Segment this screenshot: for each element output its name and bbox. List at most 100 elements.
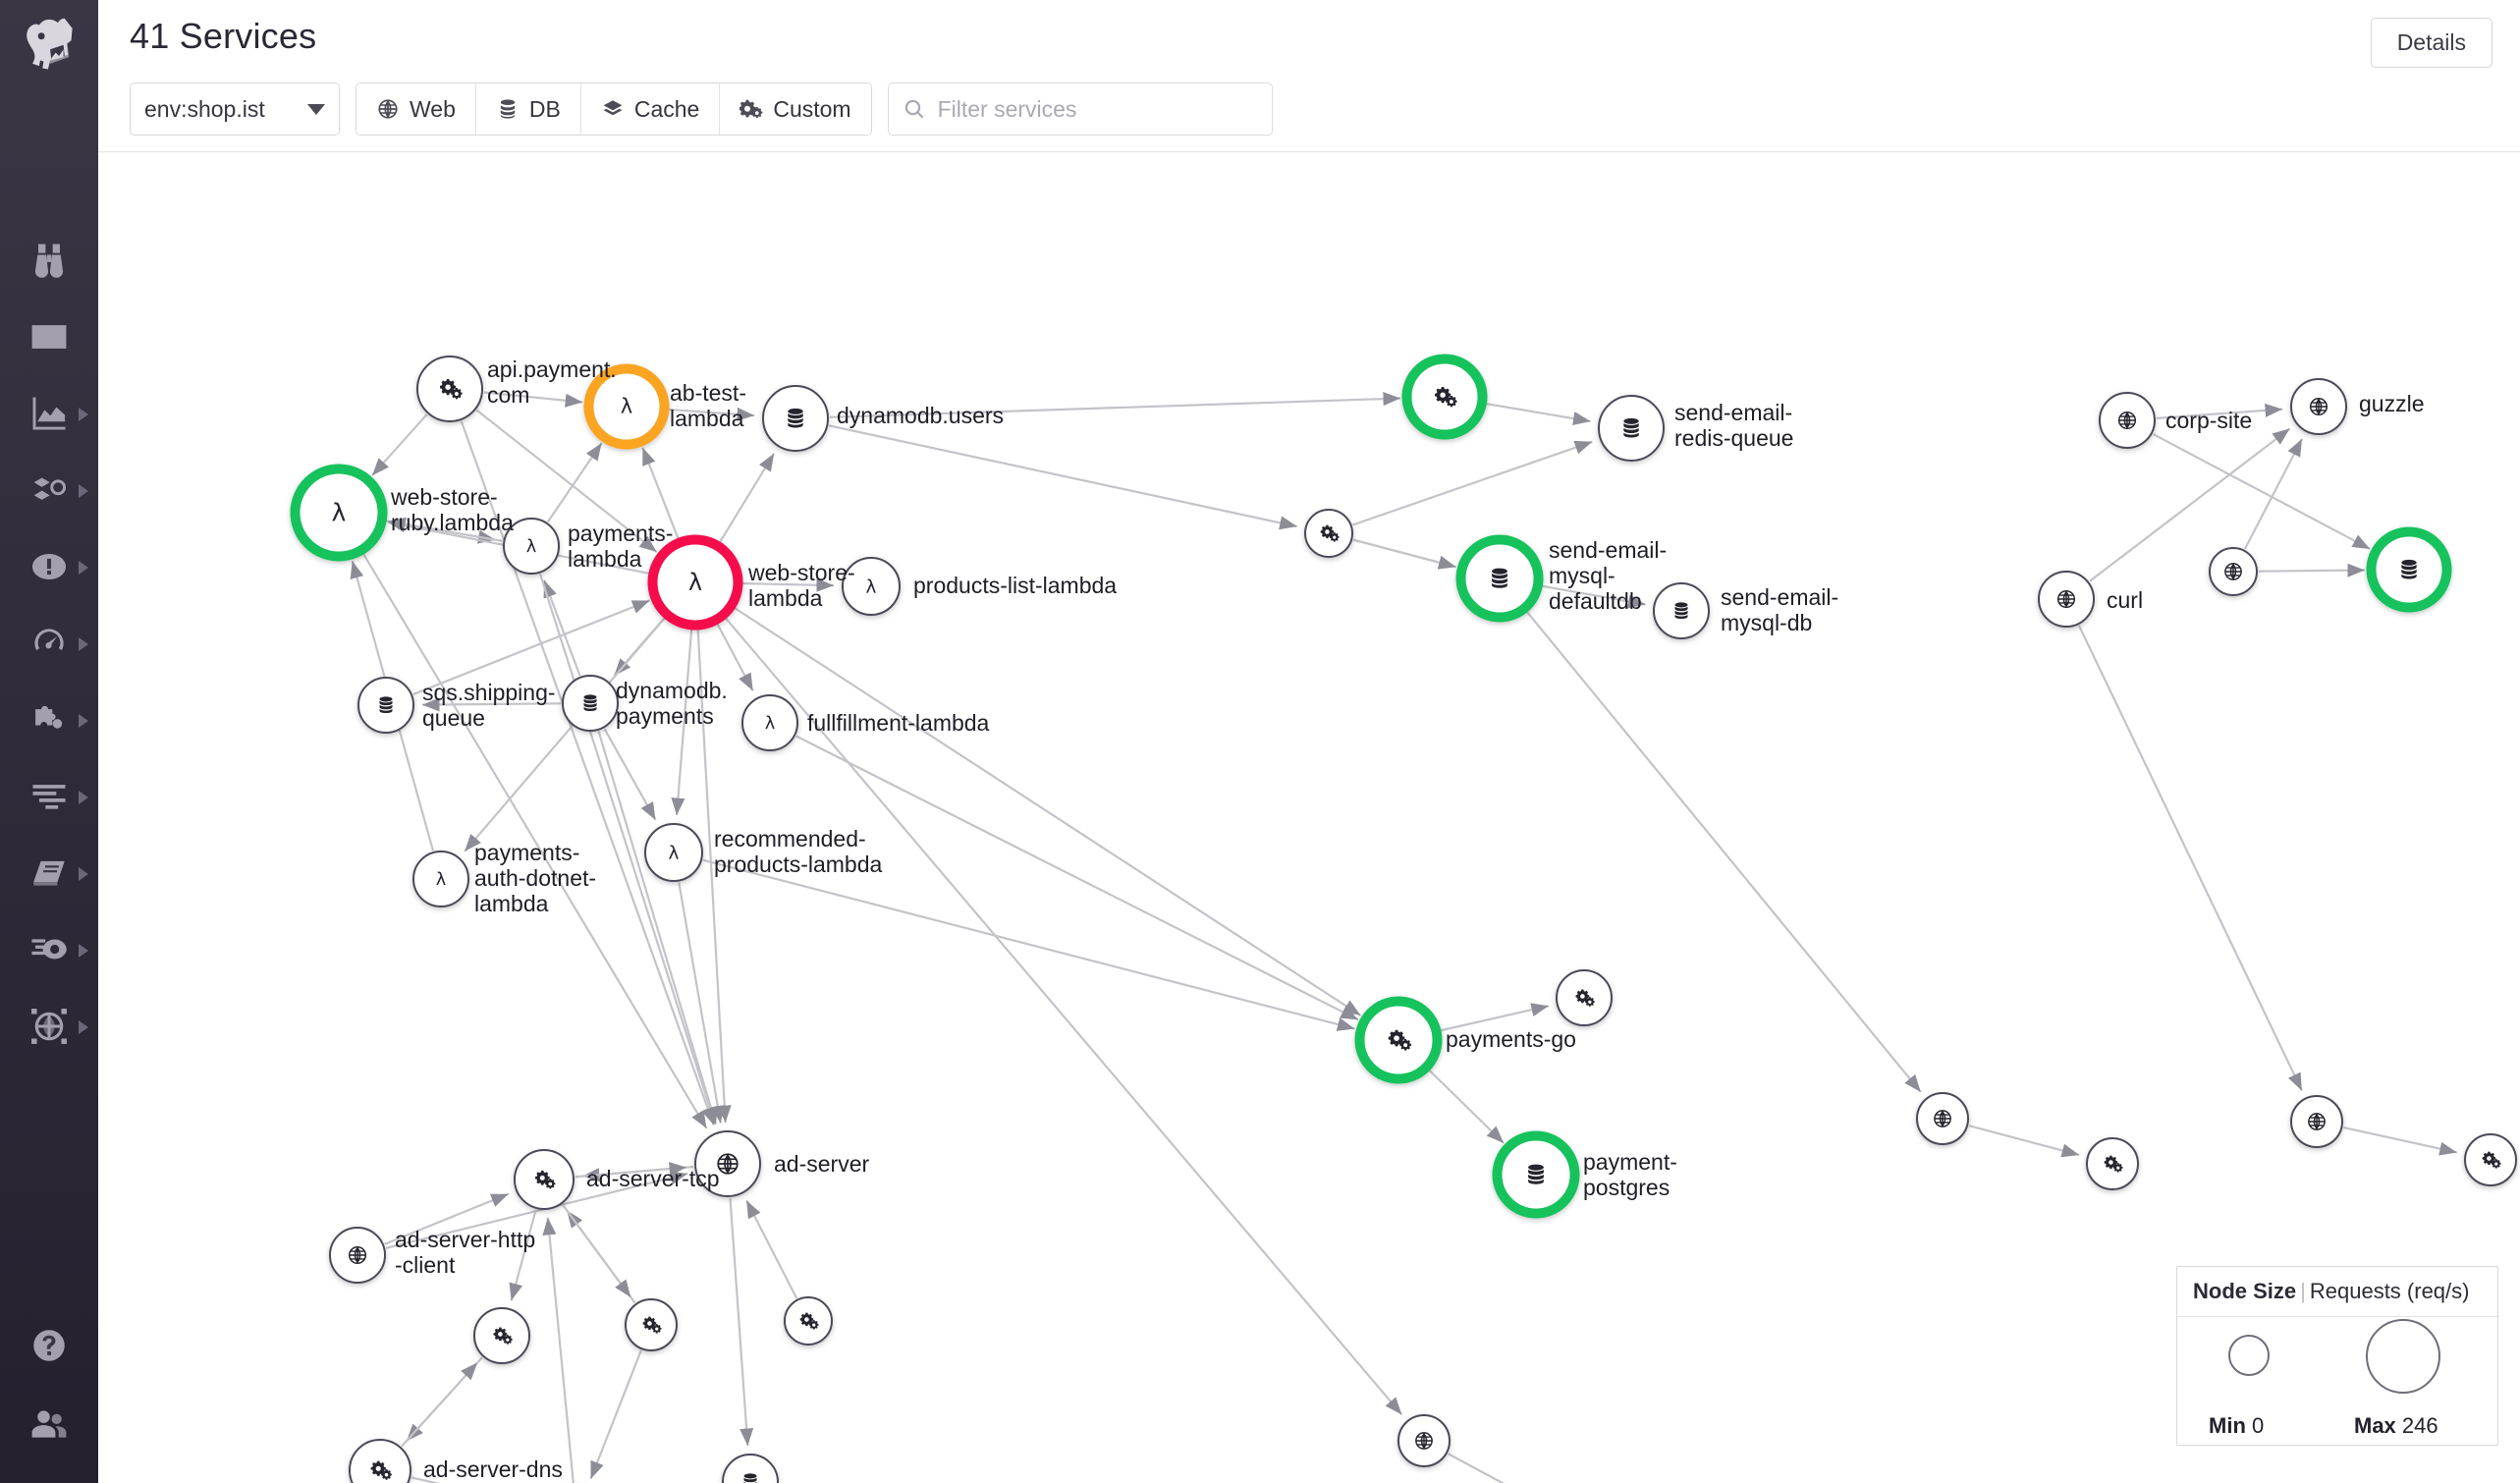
sidebar-item-synthetics[interactable] <box>0 911 98 988</box>
service-edge[interactable] <box>2089 427 2291 582</box>
service-node[interactable] <box>2086 1137 2139 1190</box>
node-circle[interactable] <box>473 1307 530 1364</box>
service-node[interactable] <box>1401 354 1488 440</box>
service-edge[interactable] <box>1352 538 1456 570</box>
service-node[interactable] <box>1455 534 1544 623</box>
filter-custom-button[interactable]: Custom <box>720 83 871 135</box>
service-node[interactable] <box>349 1439 411 1483</box>
service-edge[interactable] <box>729 1197 754 1447</box>
filter-cache-button[interactable]: Cache <box>580 83 721 135</box>
service-edge[interactable] <box>738 577 835 592</box>
service-edge[interactable] <box>412 599 650 695</box>
service-edge[interactable] <box>829 392 1401 418</box>
service-edge[interactable] <box>828 424 1297 530</box>
service-edge[interactable] <box>1523 608 1922 1093</box>
service-edge[interactable] <box>671 625 693 816</box>
service-edge[interactable] <box>401 1361 478 1448</box>
service-node[interactable] <box>625 1298 678 1351</box>
service-edge[interactable] <box>678 882 725 1124</box>
service-edge[interactable] <box>589 1349 642 1480</box>
node-circle[interactable] <box>300 473 378 552</box>
service-edge[interactable] <box>509 1209 537 1301</box>
service-node[interactable]: λ <box>583 363 670 450</box>
sidebar-item-help[interactable] <box>0 1306 98 1385</box>
search-box[interactable] <box>887 82 1273 136</box>
service-node[interactable] <box>2038 571 2095 628</box>
service-node[interactable] <box>2099 392 2156 449</box>
sidebar-item-apm[interactable] <box>0 605 98 682</box>
service-edge[interactable] <box>696 625 732 1124</box>
service-node[interactable] <box>562 675 619 732</box>
service-node[interactable] <box>762 385 829 452</box>
service-node[interactable] <box>1653 582 1710 639</box>
env-select[interactable]: env:shop.ist <box>130 82 340 136</box>
service-node[interactable] <box>1492 1130 1580 1219</box>
filter-db-button[interactable]: DB <box>475 83 581 135</box>
sidebar-item-integrations[interactable] <box>0 682 98 758</box>
sidebar-item-infrastructure[interactable] <box>0 452 98 528</box>
service-edge[interactable] <box>722 614 1403 1416</box>
service-edge[interactable] <box>603 728 657 821</box>
service-edge[interactable] <box>562 1204 632 1298</box>
node-circle[interactable] <box>349 1439 411 1483</box>
service-node[interactable]: λ <box>290 464 388 562</box>
service-node[interactable] <box>1304 509 1353 558</box>
node-circle[interactable] <box>722 1454 779 1483</box>
sidebar-item-notebooks[interactable] <box>0 835 98 911</box>
sidebar-item-logs[interactable] <box>0 758 98 835</box>
service-edge[interactable] <box>384 1192 510 1245</box>
service-edge[interactable] <box>745 1199 798 1299</box>
service-edge[interactable] <box>731 605 1362 1016</box>
service-node[interactable] <box>357 677 414 734</box>
service-node[interactable] <box>1397 1414 1451 1467</box>
service-edge[interactable] <box>2077 625 2303 1091</box>
service-edge[interactable] <box>421 697 562 712</box>
service-edge[interactable] <box>1425 1067 1505 1144</box>
service-edge[interactable] <box>2156 403 2283 419</box>
service-node[interactable] <box>1556 969 1613 1026</box>
service-edge[interactable] <box>1538 583 1646 609</box>
service-node[interactable] <box>694 1130 761 1197</box>
node-circle[interactable] <box>593 373 660 440</box>
sidebar-item-team[interactable] <box>0 1385 98 1463</box>
node-circle[interactable] <box>842 557 901 616</box>
service-edge[interactable] <box>2152 433 2371 550</box>
service-edge[interactable] <box>664 407 755 421</box>
service-node[interactable] <box>514 1149 575 1210</box>
filter-web-button[interactable]: Web <box>356 83 476 135</box>
node-circle[interactable] <box>625 1298 678 1351</box>
sidebar-item-watchdog[interactable] <box>0 222 98 299</box>
service-node[interactable] <box>2464 1133 2517 1186</box>
service-node[interactable] <box>473 1307 530 1364</box>
service-edge[interactable] <box>371 413 428 476</box>
sidebar-item-monitors[interactable] <box>0 528 98 605</box>
service-edge[interactable] <box>539 574 717 1126</box>
service-edge[interactable] <box>641 447 681 543</box>
sidebar-item-network[interactable] <box>0 988 98 1065</box>
node-circle[interactable] <box>1556 969 1613 1026</box>
service-edge[interactable] <box>411 1476 538 1483</box>
service-edge[interactable] <box>1482 402 1591 426</box>
service-edge[interactable] <box>575 1162 687 1179</box>
node-circle[interactable] <box>644 823 703 882</box>
details-button[interactable]: Details <box>2370 18 2493 68</box>
service-edge[interactable] <box>475 409 658 553</box>
service-edge[interactable] <box>460 420 715 1126</box>
node-circle[interactable] <box>2464 1133 2517 1186</box>
service-node[interactable] <box>416 356 483 422</box>
service-node[interactable]: λ <box>741 694 798 751</box>
node-circle[interactable] <box>412 851 469 907</box>
service-edge[interactable] <box>716 453 776 547</box>
service-edge[interactable] <box>795 735 1359 1021</box>
node-circle[interactable] <box>2086 1137 2139 1190</box>
node-circle[interactable] <box>1304 509 1353 558</box>
service-node[interactable] <box>1598 395 1665 462</box>
node-circle[interactable] <box>514 1149 575 1210</box>
service-edge[interactable] <box>714 620 754 691</box>
service-edge[interactable] <box>1352 440 1593 526</box>
service-edge[interactable] <box>2343 1126 2458 1156</box>
service-node[interactable]: λ <box>412 851 469 907</box>
service-node[interactable]: λ <box>644 823 703 882</box>
